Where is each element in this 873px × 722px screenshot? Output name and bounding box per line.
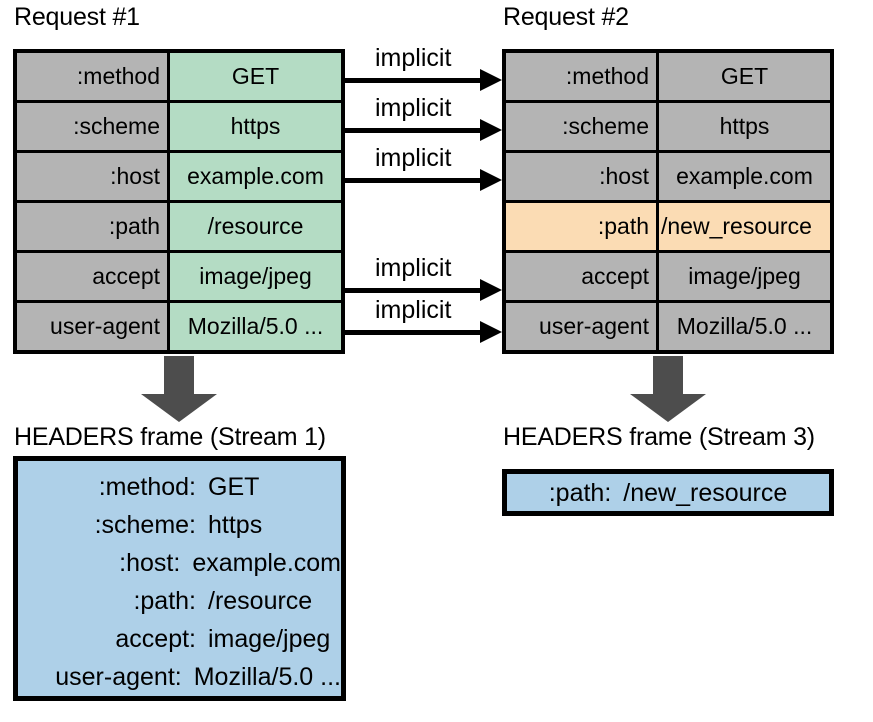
table-row: :host example.com [506, 150, 830, 200]
implicit-arrow-host: implicit [345, 144, 502, 191]
arrow-line [345, 178, 482, 183]
header-name-cell: :host [17, 153, 167, 200]
arrow-line [345, 78, 482, 83]
frame-header-line: user-agent: Mozilla/5.0 ... [18, 658, 341, 696]
frame-header-name: :scheme: [94, 511, 196, 539]
frame-header-name: :method: [98, 473, 196, 501]
header-value-cell: Mozilla/5.0 ... [170, 303, 341, 350]
arrow-shaft [164, 356, 194, 394]
table-row: :method GET [506, 53, 830, 100]
header-name-cell: user-agent [17, 303, 167, 350]
implicit-label: implicit [375, 296, 452, 324]
header-name-cell: accept [17, 253, 167, 300]
table-row: user-agent Mozilla/5.0 ... [506, 300, 830, 350]
implicit-label: implicit [375, 94, 452, 122]
frame-header-name: accept: [115, 625, 196, 653]
header-value-cell: example.com [659, 153, 830, 200]
frame-header-value: https [208, 511, 263, 539]
header-value-cell: example.com [170, 153, 341, 200]
frame-header-line: :path: /new_resource [549, 474, 788, 512]
frame-header-value: image/jpeg [208, 625, 331, 653]
down-arrow-icon-stream-3 [630, 356, 706, 422]
arrow-head-icon [480, 321, 502, 343]
table-row: accept image/jpeg [17, 250, 341, 300]
table-row: :path /resource [17, 200, 341, 250]
arrow-head [630, 394, 706, 422]
headers-frame-3-box: :path: /new_resource [502, 469, 834, 516]
header-value-cell: image/jpeg [659, 253, 830, 300]
header-name-cell: :scheme [506, 103, 656, 150]
header-value-cell: GET [659, 53, 830, 100]
frame-header-line: :path: /resource [18, 582, 341, 620]
arrow-line [345, 128, 482, 133]
header-value-cell: /resource [170, 203, 341, 250]
frame-header-name: :path: [548, 478, 612, 507]
header-value-cell: /new_resource [659, 203, 830, 250]
frame-header-name: :host: [119, 549, 181, 577]
frame-header-line: accept: image/jpeg [18, 620, 341, 658]
implicit-label: implicit [375, 254, 452, 282]
header-name-cell: accept [506, 253, 656, 300]
frame-header-value: /resource [208, 587, 313, 615]
frame-header-name: :path: [133, 587, 196, 615]
arrow-head-icon [480, 279, 502, 301]
implicit-arrow-user-agent: implicit [345, 296, 502, 343]
frame-header-name: user-agent: [55, 663, 182, 691]
request-2-title: Request #2 [503, 3, 629, 31]
arrow-head-icon [480, 169, 502, 191]
header-value-cell: GET [170, 53, 341, 100]
table-row: :scheme https [506, 100, 830, 150]
implicit-arrow-method: implicit [345, 44, 502, 91]
header-name-cell: :scheme [17, 103, 167, 150]
header-value-cell: https [170, 103, 341, 150]
header-name-cell: :method [506, 53, 656, 100]
frame-header-value: /new_resource [623, 478, 788, 507]
header-name-cell: :host [506, 153, 656, 200]
table-row-changed: :path /new_resource [506, 200, 830, 250]
request-1-header-table: :method GET :scheme https :host example.… [13, 49, 345, 354]
table-row: accept image/jpeg [506, 250, 830, 300]
table-row: :scheme https [17, 100, 341, 150]
table-row: :host example.com [17, 150, 341, 200]
down-arrow-icon-stream-1 [141, 356, 217, 422]
frame-header-value: Mozilla/5.0 ... [193, 663, 341, 691]
header-value-cell: https [659, 103, 830, 150]
arrow-line [345, 288, 482, 293]
frame-header-line: :host: example.com [18, 544, 341, 582]
arrow-line [345, 330, 482, 335]
headers-frame-1-title: HEADERS frame (Stream 1) [14, 423, 326, 451]
table-row: :method GET [17, 53, 341, 100]
table-row: user-agent Mozilla/5.0 ... [17, 300, 341, 350]
implicit-arrow-accept: implicit [345, 254, 502, 301]
arrow-head-icon [480, 119, 502, 141]
header-name-cell: :method [17, 53, 167, 100]
header-value-cell: image/jpeg [170, 253, 341, 300]
headers-frame-1-box: :method: GET :scheme: https :host: examp… [13, 456, 346, 701]
implicit-label: implicit [375, 44, 452, 72]
arrow-head [141, 394, 217, 422]
header-name-cell: :path [17, 203, 167, 250]
header-name-cell: user-agent [506, 303, 656, 350]
frame-header-value: GET [208, 473, 260, 501]
request-2-header-table: :method GET :scheme https :host example.… [502, 49, 834, 354]
header-name-cell: :path [506, 203, 656, 250]
frame-header-value: example.com [192, 549, 341, 577]
arrow-shaft [653, 356, 683, 394]
header-value-cell: Mozilla/5.0 ... [659, 303, 830, 350]
request-1-title: Request #1 [14, 3, 140, 31]
frame-header-line: :method: GET [18, 468, 341, 506]
implicit-label: implicit [375, 144, 452, 172]
arrow-head-icon [480, 69, 502, 91]
implicit-arrow-scheme: implicit [345, 94, 502, 141]
headers-frame-3-title: HEADERS frame (Stream 3) [503, 423, 815, 451]
frame-header-line: :scheme: https [18, 506, 341, 544]
